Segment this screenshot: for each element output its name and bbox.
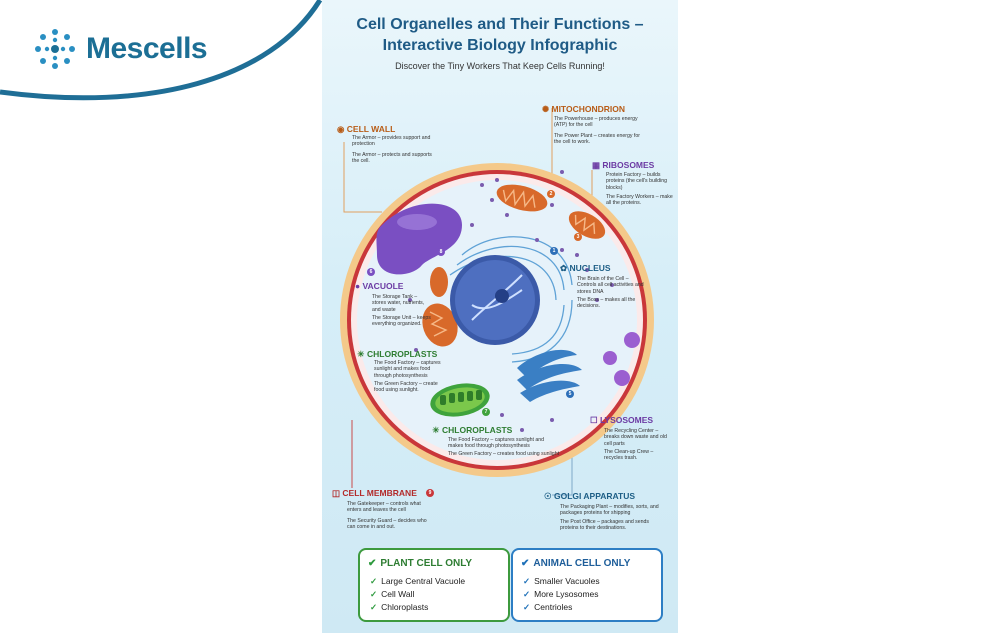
nucleus-icon: ✿ bbox=[560, 263, 570, 273]
animal-box-title: ✔ANIMAL CELL ONLY bbox=[521, 558, 631, 569]
plant-cell-only-box: ✔PLANT CELL ONLY ✓Large Central Vacuole … bbox=[358, 548, 510, 622]
nucleus-desc-1: The Brain of the Cell – Controls all cel… bbox=[577, 276, 644, 295]
golgi-icon: ☉ bbox=[544, 491, 554, 501]
vacuole-desc-2: The Storage Unit – keeps everything orga… bbox=[372, 315, 431, 328]
check-icon: ✔ bbox=[368, 558, 377, 569]
animal-item: ✓More Lysosomes bbox=[523, 589, 599, 599]
plant-box-title: ✔PLANT CELL ONLY bbox=[368, 558, 473, 569]
cell-membrane-desc-1: The Gatekeeper – controls what enters an… bbox=[347, 501, 421, 514]
lysosomes-desc-2: The Clean-up Crew – recycles trash. bbox=[604, 449, 654, 462]
check-icon: ✓ bbox=[370, 589, 378, 599]
infographic-poster: Cell Organelles and Their Functions – In… bbox=[322, 0, 678, 633]
badge-6: 6 bbox=[367, 268, 375, 276]
mitochondrion-label[interactable]: ✺ MITOCHONDRION bbox=[542, 104, 625, 114]
ribosomes-desc-2: The Factory Workers – make all the prote… bbox=[606, 194, 673, 207]
animal-item: ✓Centrioles bbox=[523, 602, 573, 612]
poster-title-line2: Interactive Biology Infographic bbox=[382, 37, 618, 54]
nucleus-label[interactable]: ✿ NUCLEUS bbox=[560, 263, 611, 273]
golgi-desc-1: The Packaging Plant – modifies, sorts, a… bbox=[560, 504, 659, 517]
brand-name: Mescells bbox=[86, 32, 208, 65]
check-icon: ✓ bbox=[523, 589, 531, 599]
golgi-shape bbox=[517, 349, 582, 402]
check-icon: ✔ bbox=[521, 558, 530, 569]
cell-wall-leader bbox=[343, 142, 382, 213]
cell-wall-icon: ◉ bbox=[337, 124, 347, 134]
lysosomes-group bbox=[603, 332, 640, 386]
golgi-desc-2: The Post Office – packages and sends pro… bbox=[560, 519, 650, 532]
chloroplasts-left-desc-1: The Food Factory – captures sunlight and… bbox=[374, 360, 441, 379]
poster-subtitle: Discover the Tiny Workers That Keep Cell… bbox=[395, 61, 605, 71]
golgi-label[interactable]: ☉ GOLGI APPARATUS bbox=[544, 491, 636, 501]
badge-2: 2 bbox=[547, 190, 555, 198]
vacuole-label[interactable]: ● VACUOLE bbox=[355, 281, 404, 291]
ribosomes-desc-1: Protein Factory – builds proteins (the c… bbox=[606, 172, 667, 191]
lysosomes-label[interactable]: ☐ LYSOSOMES bbox=[590, 415, 654, 425]
mitochondrion-desc-1: The Powerhouse – produces energy (ATP) f… bbox=[554, 116, 638, 129]
mitochondrion-desc-2: The Power Plant – creates energy for the… bbox=[554, 133, 640, 146]
cell-membrane-icon: ◫ bbox=[332, 488, 343, 498]
chloroplasts-left-desc-2: The Green Factory – create food using su… bbox=[374, 381, 438, 394]
chloroplasts-mid-desc-2: The Green Factory – creates food using s… bbox=[448, 451, 560, 457]
cell-wall-desc-1: The Armor – provides support and protect… bbox=[352, 135, 431, 148]
check-icon: ✓ bbox=[370, 602, 378, 612]
brand-swoosh bbox=[0, 0, 323, 101]
cell-membrane-desc-2: The Security Guard – decides who can com… bbox=[347, 518, 427, 531]
badge-7: 7 bbox=[482, 408, 490, 416]
vacuole-desc-1: The Storage Tank – stores water, nutrien… bbox=[372, 294, 425, 313]
mitochondrion-icon: ✺ bbox=[542, 104, 552, 114]
cell-membrane-label[interactable]: ◫ CELL MEMBRANE bbox=[332, 488, 417, 498]
animal-item: ✓Smaller Vacuoles bbox=[523, 576, 600, 586]
mitochondria-group bbox=[422, 184, 606, 347]
plant-item: ✓Cell Wall bbox=[370, 589, 415, 599]
chloroplasts-label-mid[interactable]: ☀ CHLOROPLASTS bbox=[432, 425, 513, 435]
cell-wall-desc-2: The Armor – protects and supports the ce… bbox=[352, 152, 432, 165]
animal-cell-only-box: ✔ANIMAL CELL ONLY ✓Smaller Vacuoles ✓Mor… bbox=[511, 548, 663, 622]
endoplasmic-reticulum bbox=[449, 236, 573, 363]
check-icon: ✓ bbox=[523, 576, 531, 586]
ribosomes-label[interactable]: ▦ RIBOSOMES bbox=[592, 160, 655, 170]
plant-item: ✓Chloroplasts bbox=[370, 602, 429, 612]
badge-9: 9 bbox=[426, 489, 434, 497]
chloroplasts-mid-desc-1: The Food Factory – captures sunlight and… bbox=[448, 437, 545, 450]
poster-title-line1: Cell Organelles and Their Functions – bbox=[356, 16, 644, 33]
badge-1: 1 bbox=[550, 247, 558, 255]
badge-3: 3 bbox=[574, 233, 582, 241]
chloroplast-icon: ☀ bbox=[432, 425, 442, 435]
lysosome-icon: ☐ bbox=[590, 415, 600, 425]
plant-item: ✓Large Central Vacuole bbox=[370, 576, 466, 586]
badge-8: 8 bbox=[437, 248, 445, 256]
cell-diagram bbox=[340, 108, 654, 496]
ribosome-dots bbox=[408, 170, 614, 432]
brand-logo[interactable]: Mescells bbox=[34, 28, 208, 70]
check-icon: ✓ bbox=[523, 602, 531, 612]
chloroplasts-label-left[interactable]: ☀ CHLOROPLASTS bbox=[357, 349, 438, 359]
badge-5: 5 bbox=[566, 390, 574, 398]
chloroplast-shape bbox=[430, 383, 490, 417]
chloroplast-icon: ☀ bbox=[357, 349, 367, 359]
cell-wall-label[interactable]: ◉ CELL WALL bbox=[337, 124, 396, 134]
lysosomes-desc-1: The Recycling Center – breaks down waste… bbox=[604, 428, 667, 447]
nucleus-desc-2: The Boss – makes all the decisions. bbox=[577, 297, 636, 310]
check-icon: ✓ bbox=[370, 576, 378, 586]
vacuole-icon: ● bbox=[355, 281, 363, 291]
logo-mark-icon bbox=[35, 29, 75, 69]
ribosomes-icon: ▦ bbox=[592, 160, 603, 170]
